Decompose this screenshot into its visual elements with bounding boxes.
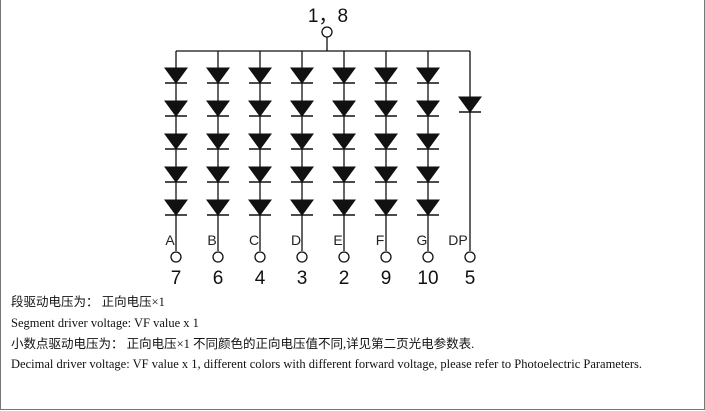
segment-f-3-diode [374,133,398,150]
segment-c-pin-number: 4 [255,268,266,289]
segment-d-label: D [291,232,301,248]
segment-c-1-diode [248,67,272,84]
segment-a-1-diode [164,67,188,84]
segment-b-pin-number: 6 [213,268,224,289]
segment-e-4-diode [332,166,356,183]
segment-a-3-diode [164,133,188,150]
segment-c-3-diode [248,133,272,150]
segment-g-2-diode [416,100,440,117]
segment-c-terminal [254,251,266,263]
segment-g-5-diode [416,199,440,216]
segment-e-pin-number: 2 [339,268,350,289]
segment-f-pin-number: 9 [381,268,392,289]
segment-b-3-diode [206,133,230,150]
decimal-voltage-cn: 小数点驱动电压为： 正向电压×1 不同颜色的正向电压值不同,详见第二页光电参数表… [11,337,475,351]
segment-c-5-diode [248,199,272,216]
decimal-voltage-en: Decimal driver voltage: VF value x 1, di… [11,357,643,371]
segment-g-terminal [422,251,434,263]
segment-d-terminal [296,251,308,263]
segment-g-1-diode [416,67,440,84]
segment-a-4-diode [164,166,188,183]
segment-e-3-diode [332,133,356,150]
segment-b-label: B [207,232,216,248]
segment-f-5-diode [374,199,398,216]
segment-g-4-diode [416,166,440,183]
segment-f-1-diode [374,67,398,84]
segment-e-5-diode [332,199,356,216]
segment-g-label: G [417,232,428,248]
segment-g-pin-number: 10 [417,268,438,289]
segment-voltage-en: Segment driver voltage: VF value x 1 [11,316,199,330]
segment-b-5-diode [206,199,230,216]
segment-b-4-diode [206,166,230,183]
common-pin-label: 1，8 [308,6,348,27]
segment-d-3-diode [290,133,314,150]
segment-dp-diode [458,96,482,113]
segment-a-5-diode [164,199,188,216]
segment-e-label: E [333,232,342,248]
segment-voltage-cn: 段驱动电压为： 正向电压×1 [11,295,165,309]
segment-a-terminal [170,251,182,263]
segment-d-4-diode [290,166,314,183]
segment-dp-label: DP [448,232,467,248]
segment-d-1-diode [290,67,314,84]
segment-d-pin-number: 3 [297,268,308,289]
common-pin-terminal [321,26,333,38]
segment-e-1-diode [332,67,356,84]
segment-c-2-diode [248,100,272,117]
segment-c-label: C [249,232,259,248]
segment-dp-terminal [464,251,476,263]
segment-d-5-diode [290,199,314,216]
segment-a-pin-number: 7 [171,268,182,289]
segment-f-4-diode [374,166,398,183]
segment-b-1-diode [206,67,230,84]
segment-f-label: F [376,232,385,248]
led-circuit-diagram: 1，8 A 7 B 6 C 4 D 3 E 2 F 9 G 10 DP 5 [164,6,482,289]
segment-e-2-diode [332,100,356,117]
segment-b-2-diode [206,100,230,117]
segment-g-3-diode [416,133,440,150]
segment-f-terminal [380,251,392,263]
notes-block: 段驱动电压为： 正向电压×1 Segment driver voltage: V… [11,292,699,374]
segment-f-2-diode [374,100,398,117]
segment-e-terminal [338,251,350,263]
segment-d-2-diode [290,100,314,117]
segment-c-4-diode [248,166,272,183]
segment-dp-pin-number: 5 [465,268,476,289]
segment-a-label: A [165,232,175,248]
segment-a-2-diode [164,100,188,117]
segment-b-terminal [212,251,224,263]
